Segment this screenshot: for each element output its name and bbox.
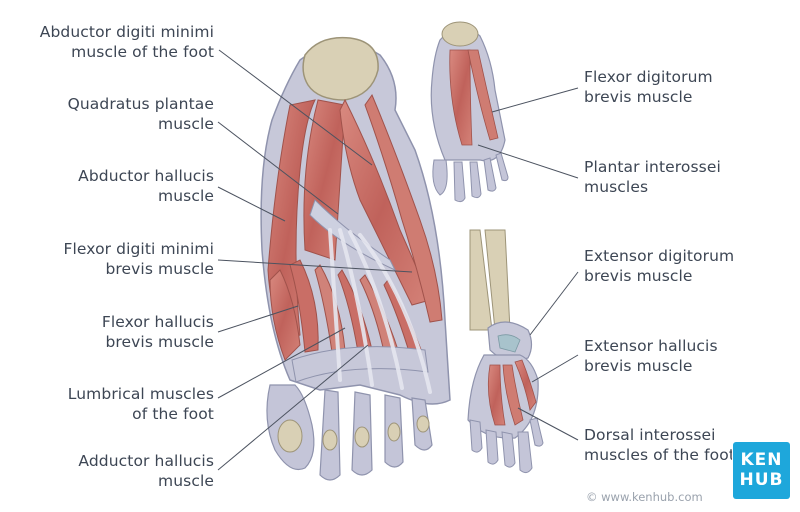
label-line: brevis muscle xyxy=(584,267,693,285)
label-line: Quadratus plantae xyxy=(67,95,214,113)
label-line: Adductor hallucis xyxy=(78,452,214,470)
label-line: Plantar interossei xyxy=(584,158,721,176)
label-flexor-hallucis-brevis: Flexor hallucis brevis muscle xyxy=(20,312,214,352)
label-line: Flexor digitorum xyxy=(584,68,713,86)
label-line: Extensor digitorum xyxy=(584,247,735,265)
leader-lines xyxy=(217,49,579,471)
label-extensor-digitorum-brevis: Extensor digitorum brevis muscle xyxy=(584,246,734,286)
label-line: muscles of the foot xyxy=(584,446,732,464)
label-line: Abductor digiti minimi xyxy=(39,23,214,41)
label-line: muscle xyxy=(158,472,214,490)
label-line: Extensor hallucis xyxy=(584,337,718,355)
label-line: Flexor hallucis xyxy=(101,313,214,331)
small-foot-plantar-view xyxy=(430,21,509,203)
label-dorsal-interossei: Dorsal interossei muscles of the foot xyxy=(584,425,732,465)
label-line: brevis muscle xyxy=(105,260,214,278)
copyright-credit: © www.kenhub.com xyxy=(586,490,703,504)
label-line: Abductor hallucis xyxy=(78,167,214,185)
small-foot-dorsal-view xyxy=(467,229,544,474)
logo-line: HUB xyxy=(739,470,784,490)
main-foot-plantar-view xyxy=(260,36,451,481)
logo-line: KEN xyxy=(740,450,783,470)
label-flexor-digiti-minimi-brevis: Flexor digiti minimi brevis muscle xyxy=(20,239,214,279)
label-adductor-hallucis: Adductor hallucis muscle xyxy=(20,451,214,491)
label-line: Flexor digiti minimi xyxy=(63,240,214,258)
label-line: brevis muscle xyxy=(584,357,693,375)
label-lumbrical-muscles: Lumbrical muscles of the foot xyxy=(20,384,214,424)
label-line: muscle xyxy=(158,115,214,133)
label-line: muscles xyxy=(584,178,649,196)
label-line: Dorsal interossei xyxy=(584,426,716,444)
label-line: of the foot xyxy=(132,405,214,423)
label-extensor-hallucis-brevis: Extensor hallucis brevis muscle xyxy=(584,336,718,376)
label-line: muscle xyxy=(158,187,214,205)
label-line: brevis muscle xyxy=(105,333,214,351)
kenhub-logo[interactable]: KEN HUB xyxy=(733,442,790,499)
label-abductor-digiti-minimi: Abductor digiti minimi muscle of the foo… xyxy=(20,22,214,62)
label-flexor-digitorum-brevis: Flexor digitorum brevis muscle xyxy=(584,67,713,107)
label-quadratus-plantae: Quadratus plantae muscle xyxy=(20,94,214,134)
label-plantar-interossei: Plantar interossei muscles xyxy=(584,157,721,197)
label-line: muscle of the foot xyxy=(71,43,214,61)
label-line: Lumbrical muscles xyxy=(67,385,214,403)
label-abductor-hallucis: Abductor hallucis muscle xyxy=(20,166,214,206)
label-line: brevis muscle xyxy=(584,88,693,106)
